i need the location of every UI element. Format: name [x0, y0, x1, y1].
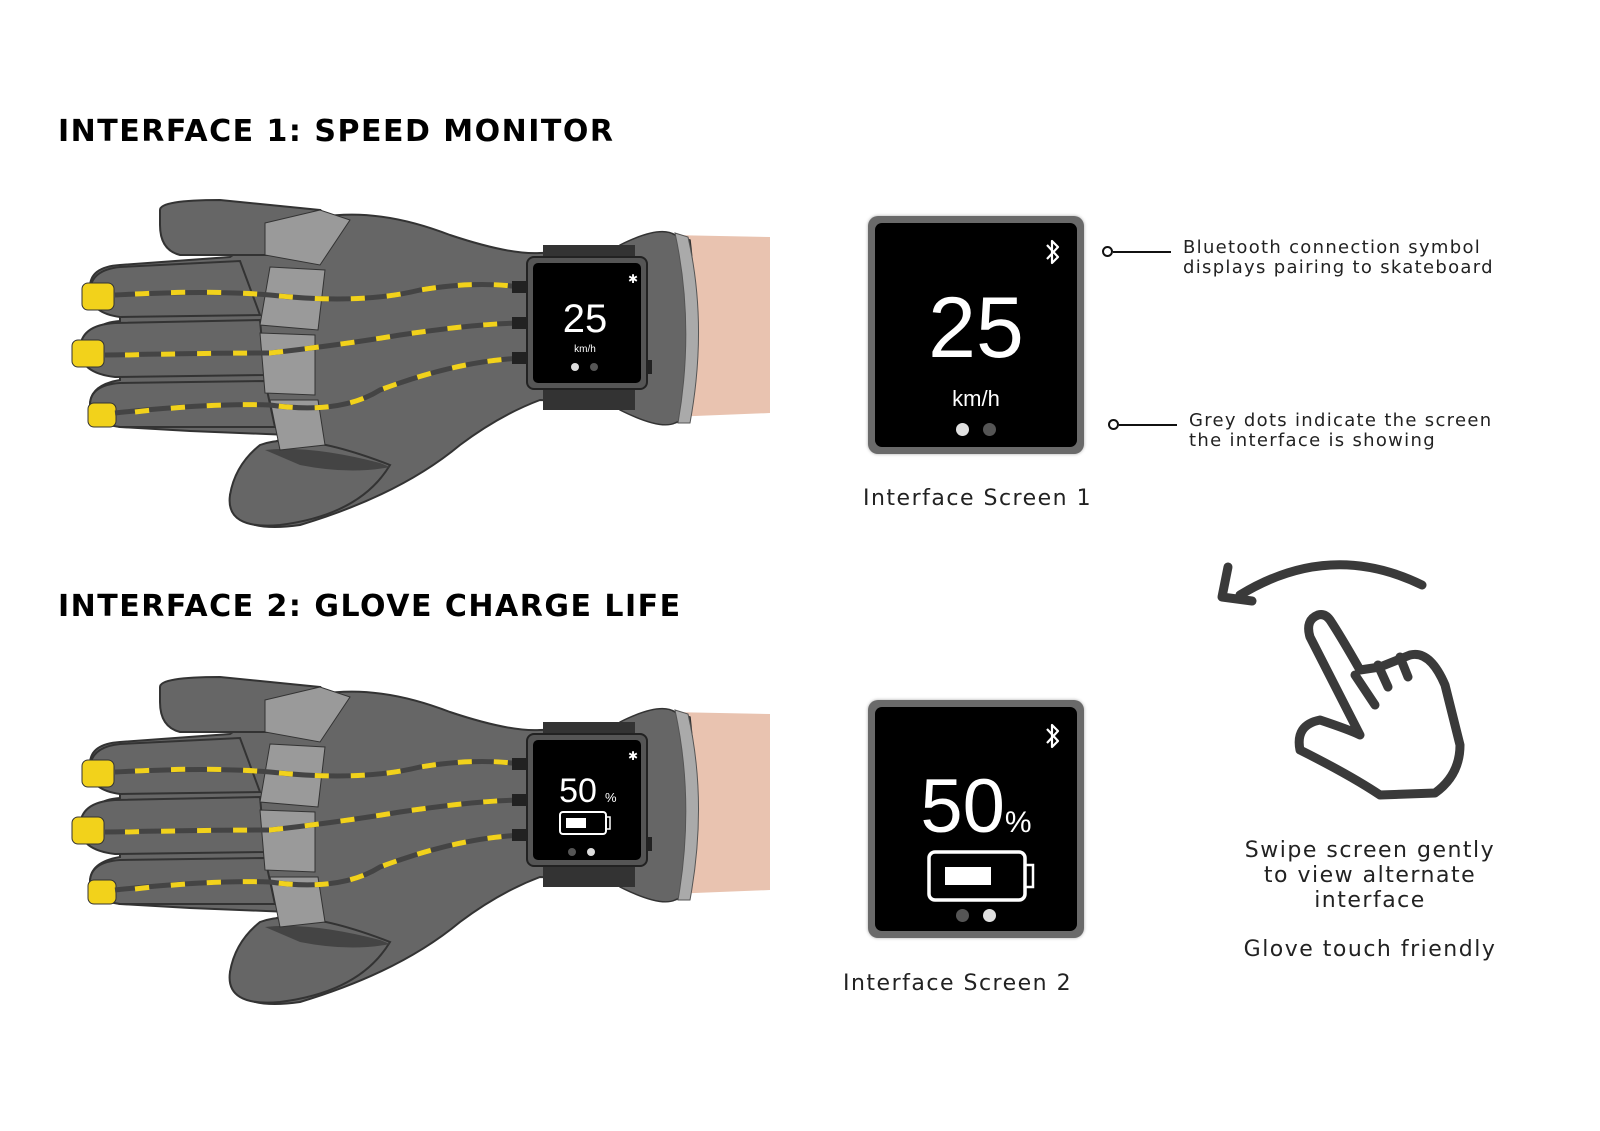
- charge-unit: %: [1004, 806, 1032, 839]
- glove-touch-note: Glove touch friendly: [1243, 937, 1497, 962]
- page-dot-inactive: [956, 909, 969, 922]
- callout-text: Grey dots indicate the screen: [1189, 410, 1493, 431]
- glove-illustration-1: ✱ 25 km/h: [71, 198, 770, 528]
- swipe-instruction: Swipe screen gently to view alternate in…: [1230, 838, 1510, 913]
- screen-1-caption: Interface Screen 1: [863, 486, 1093, 511]
- callout-text: Bluetooth connection symbol: [1183, 237, 1482, 258]
- speed-value: 25: [928, 280, 1024, 376]
- interface-screen-1[interactable]: 25 km/h: [868, 216, 1084, 454]
- swipe-text-line: to view alternate: [1263, 863, 1477, 888]
- svg-text:✱: ✱: [628, 272, 638, 286]
- glove-1-speed-unit: km/h: [574, 344, 596, 355]
- page-indicator: [875, 423, 1077, 436]
- section-1-heading: INTERFACE 1: SPEED MONITOR: [58, 114, 615, 149]
- swipe-gesture-icon: [1217, 560, 1465, 800]
- charge-readout: 50%: [875, 769, 1077, 845]
- charge-value: 50: [920, 764, 1005, 849]
- glove-2-charge-unit: %: [605, 790, 617, 805]
- page-dot-active: [956, 423, 969, 436]
- section-2-heading: INTERFACE 2: GLOVE CHARGE LIFE: [58, 589, 682, 624]
- bluetooth-callout: Bluetooth connection symbol displays pai…: [1102, 238, 1494, 278]
- interface-screen-2[interactable]: 50%: [868, 700, 1084, 938]
- callout-text: the interface is showing: [1189, 430, 1436, 451]
- glove-illustration-2: ✱ 50 %: [71, 675, 770, 1005]
- callout-text: displays pairing to skateboard: [1183, 257, 1494, 278]
- glove-1-speed-value: 25: [563, 297, 608, 341]
- page-dot-inactive: [983, 423, 996, 436]
- page-dot-active: [983, 909, 996, 922]
- bluetooth-icon: [1046, 723, 1060, 749]
- page-indicator: [875, 909, 1077, 922]
- svg-text:✱: ✱: [628, 749, 638, 763]
- glove-2-charge-value: 50: [559, 772, 597, 810]
- swipe-text-line: Swipe screen gently: [1244, 838, 1496, 863]
- speed-unit: km/h: [952, 386, 1000, 411]
- bluetooth-icon: [1046, 239, 1060, 265]
- dots-callout: Grey dots indicate the screen the interf…: [1108, 411, 1492, 451]
- battery-half-icon: [927, 850, 1035, 902]
- swipe-text-line: interface: [1314, 888, 1426, 913]
- screen-2-caption: Interface Screen 2: [843, 971, 1073, 996]
